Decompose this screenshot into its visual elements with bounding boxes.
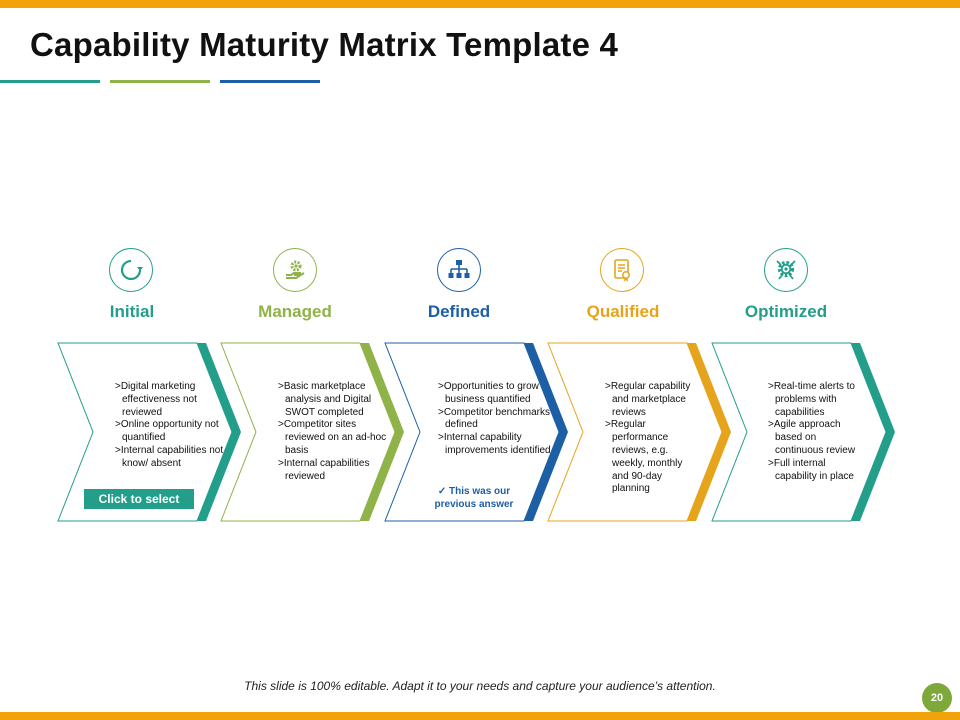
list-item: >Digital marketing effectiveness not rev…	[115, 381, 197, 418]
hand-gear-icon	[273, 248, 317, 292]
list-item: >Regular capability and marketplace revi…	[605, 381, 691, 418]
top-accent-bar	[0, 0, 960, 8]
chevron-initial	[57, 342, 241, 522]
title-underline-green	[110, 80, 210, 83]
title-underline-blue	[220, 80, 320, 83]
stage-label-defined: Defined	[427, 302, 491, 321]
list-item: >Competitor benchmarks defined	[438, 406, 550, 431]
stage-text-defined: >Opportunities to grow business quantifi…	[438, 381, 555, 458]
list-item: >Internal capabilities reviewed	[278, 457, 370, 482]
list-item: >Agile approach based on continuous revi…	[768, 419, 856, 456]
gear-wrench-icon	[764, 248, 808, 292]
list-item: >Full internal capability in place	[768, 457, 854, 482]
certificate-icon	[600, 248, 644, 292]
list-item: >Internal capabilities not know/ absent	[115, 444, 224, 469]
refresh-icon	[109, 248, 153, 292]
title-underline-teal	[0, 80, 100, 83]
stage-text-optimized: >Real-time alerts to problems with capab…	[768, 381, 866, 483]
stage-label-initial: Initial	[109, 302, 155, 321]
stage-text-qualified: >Regular capability and marketplace revi…	[605, 381, 700, 496]
bottom-accent-bar	[0, 712, 960, 720]
list-item: >Opportunities to grow business quantifi…	[438, 381, 539, 405]
list-item: >Online opportunity not quantified	[115, 419, 219, 444]
chevron-defined	[384, 342, 568, 522]
list-item: >Real-time alerts to problems with capab…	[768, 381, 855, 418]
chevron-qualified	[547, 342, 731, 522]
list-item: >Internal capability improvements identi…	[438, 432, 551, 456]
stage-label-managed: Managed	[258, 302, 332, 321]
footer-note: This slide is 100% editable. Adapt it to…	[244, 679, 716, 693]
list-item: >Regular performance reviews, e.g. weekl…	[605, 419, 683, 495]
slide-title: Capability Maturity Matrix Template 4	[30, 26, 619, 63]
stage-label-qualified: Qualified	[586, 302, 660, 321]
stage-text-initial: >Digital marketing effectiveness not rev…	[115, 381, 230, 471]
stage-text-managed: >Basic marketplace analysis and Digital …	[278, 381, 398, 483]
click-to-select-button[interactable]: Click to select	[84, 489, 194, 509]
chevron-optimized	[711, 342, 895, 522]
stage-label-optimized: Optimized	[744, 302, 828, 321]
list-item: >Competitor sites reviewed on an ad-hoc …	[278, 419, 387, 456]
list-item: >Basic marketplace analysis and Digital …	[278, 381, 372, 418]
page-number-badge: 20	[922, 683, 952, 713]
previous-answer-note: ✓ This was our previous answer	[434, 486, 514, 510]
chevron-managed	[220, 342, 404, 522]
hierarchy-icon	[437, 248, 481, 292]
